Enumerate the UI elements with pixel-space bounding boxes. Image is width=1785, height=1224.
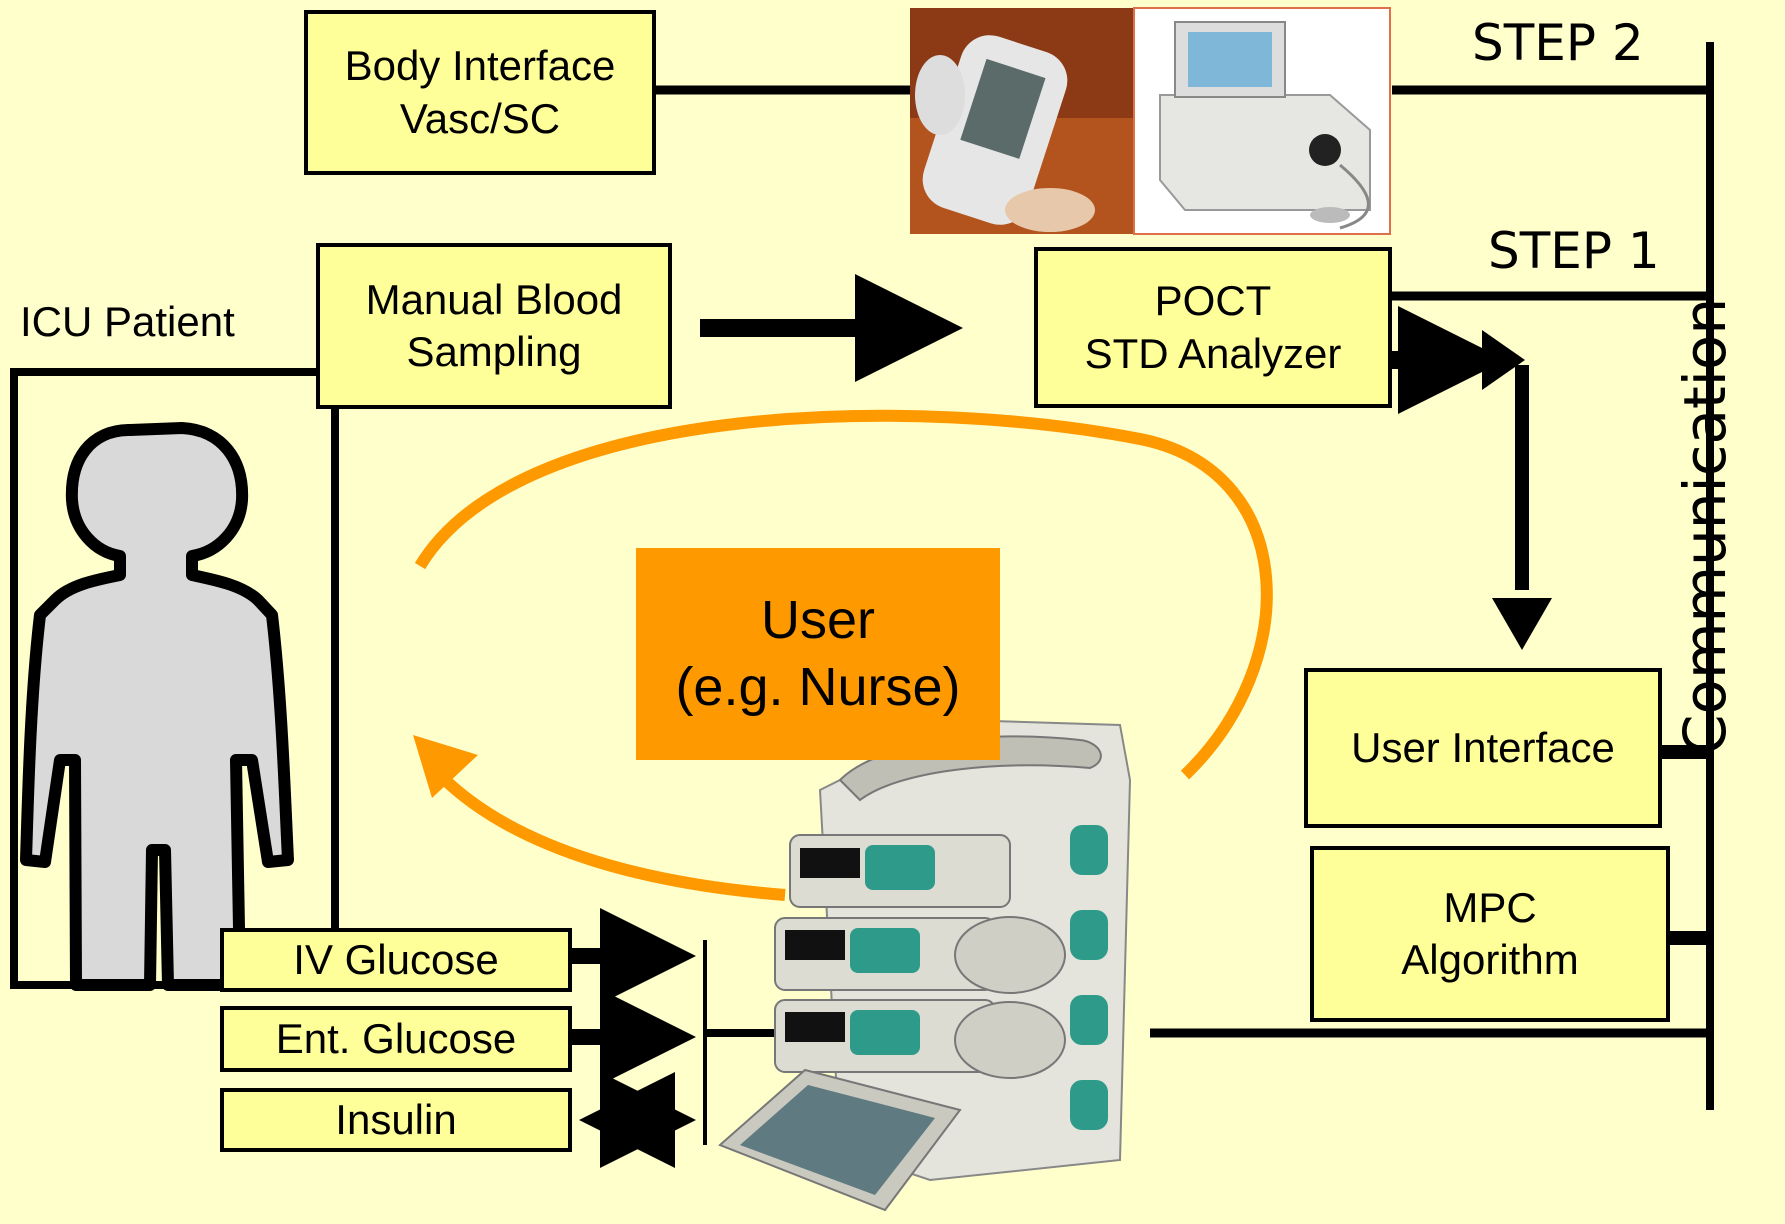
user-interface-line-1: User Interface — [1351, 723, 1615, 771]
communication-label: Communication — [1671, 297, 1739, 755]
iv-glucose-box: IV Glucose — [220, 928, 572, 992]
mpc-line-2: Algorithm — [1401, 936, 1579, 983]
infusion-pump-stack-photo — [718, 718, 1132, 1212]
mpc-algorithm-box: MPC Algorithm — [1310, 846, 1670, 1022]
feedback-loop-arc — [414, 409, 1273, 780]
ent-glucose-label: Ent. Glucose — [275, 1014, 517, 1062]
user-line-2: (e.g. Nurse) — [675, 657, 961, 717]
blood-analyzer-photo — [1133, 7, 1391, 235]
ent-glucose-box: Ent. Glucose — [220, 1006, 572, 1072]
body-interface-line-2: Vasc/SC — [399, 94, 561, 142]
poct-line-2: STD Analyzer — [1084, 329, 1342, 377]
poct-right-arrowhead — [1482, 330, 1525, 390]
iv-glucose-label: IV Glucose — [293, 935, 499, 983]
insulin-label: Insulin — [335, 1095, 457, 1143]
manual-blood-sampling-box: Manual Blood Sampling — [316, 243, 672, 409]
feedback-loop-arrowhead — [413, 735, 478, 798]
mpc-line-1: MPC — [1443, 883, 1537, 931]
body-interface-line-1: Body Interface — [344, 42, 616, 89]
user-nurse-box: User (e.g. Nurse) — [636, 548, 1000, 760]
glucose-meter-photo — [910, 8, 1134, 234]
manual-blood-sampling-line-1: Manual Blood — [365, 275, 623, 323]
feedback-loop-arc-lower — [435, 770, 786, 901]
poct-down-arrowhead — [1492, 598, 1552, 650]
manual-blood-sampling-line-2: Sampling — [406, 328, 582, 375]
body-interface-box: Body Interface Vasc/SC — [304, 10, 656, 175]
step2-label: STEP 2 — [1472, 14, 1644, 72]
patient-figure — [20, 422, 294, 991]
icu-patient-label: ICU Patient — [20, 298, 235, 345]
insulin-box: Insulin — [220, 1088, 572, 1152]
step1-label: STEP 1 — [1488, 222, 1660, 280]
user-line-1: User — [760, 589, 875, 650]
poct-line-1: POCT — [1154, 277, 1272, 324]
poct-box: POCT STD Analyzer — [1034, 247, 1392, 408]
user-interface-box: User Interface — [1304, 668, 1662, 828]
